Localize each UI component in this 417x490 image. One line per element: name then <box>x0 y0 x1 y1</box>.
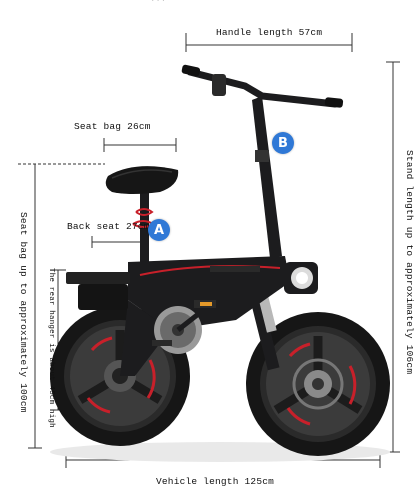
seat <box>105 166 179 266</box>
headlight <box>284 262 318 294</box>
rear-hanger-label: The rear hanger is about 45cm high <box>47 268 55 428</box>
crankset <box>152 300 216 354</box>
handle-length-label: Handle length 57cm <box>216 27 323 38</box>
frame <box>66 256 290 376</box>
front-wheel <box>246 312 390 456</box>
seat-bag-up-label: Seat bag up to approximately 100cm <box>18 212 29 413</box>
badge-b: B <box>272 132 294 154</box>
badge-a: A <box>148 219 170 241</box>
stem-handlebar <box>181 64 344 258</box>
front-fork <box>248 289 280 371</box>
stand-length-label: Stand length up to approximately 106cm <box>404 150 415 375</box>
seat-bag-label: Seat bag 26cm <box>74 121 151 132</box>
back-seat-label: Back seat 27cm <box>67 221 150 232</box>
top-cut-text: ... <box>150 0 166 4</box>
vehicle-length-label: Vehicle length 125cm <box>156 476 275 487</box>
